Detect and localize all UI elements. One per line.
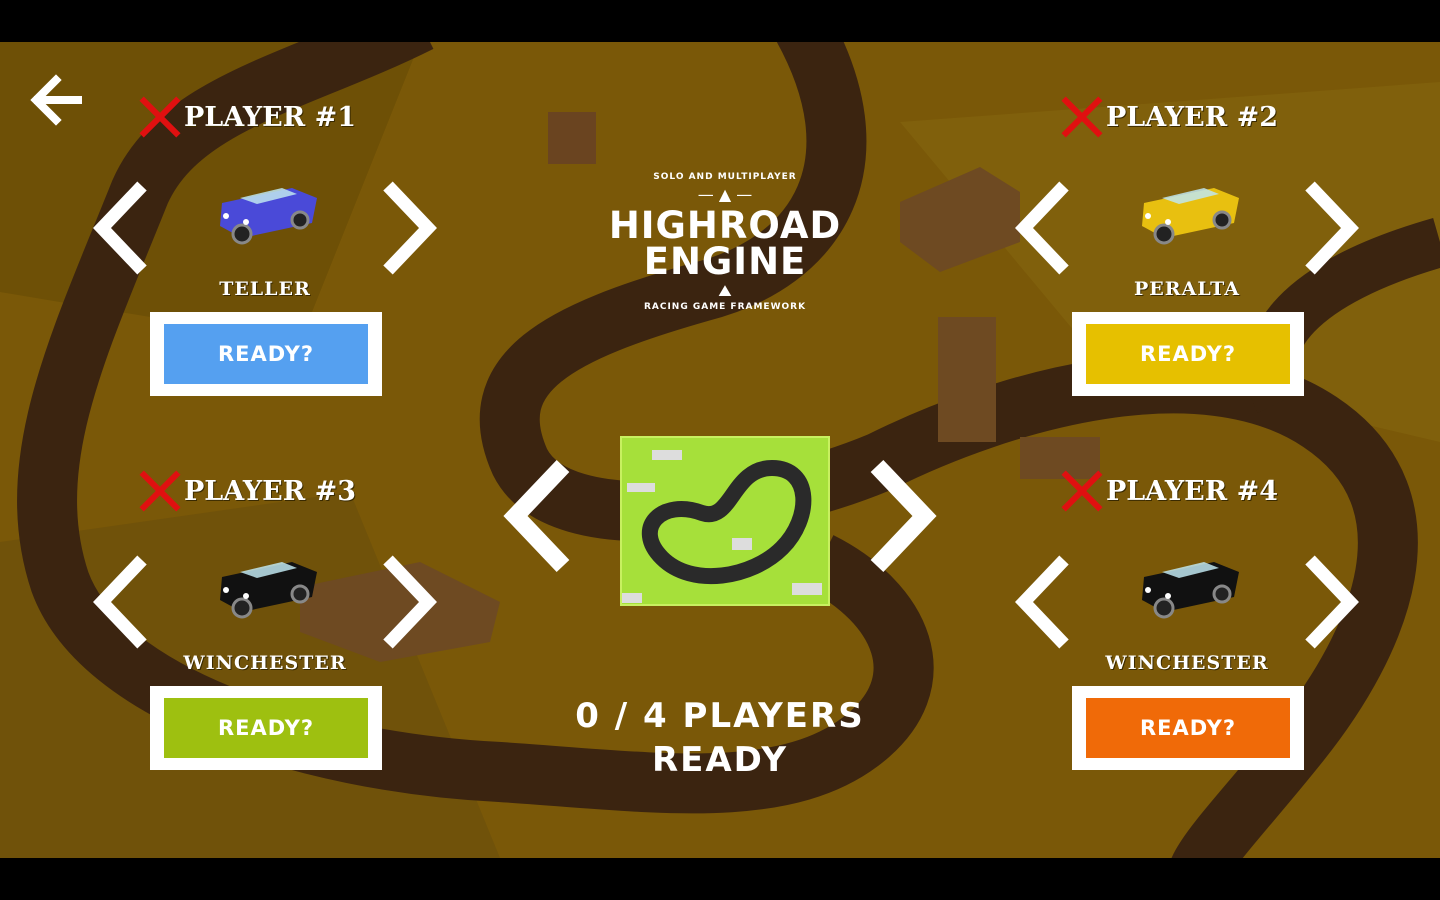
cone-icon: — ▲ — <box>697 185 753 204</box>
ready-button-label: READY? <box>1086 698 1290 758</box>
track-preview[interactable] <box>620 436 830 606</box>
logo-tagline-top: SOLO AND MULTIPLAYER <box>653 172 797 182</box>
ready-button[interactable]: READY? <box>150 312 382 396</box>
ready-button-label: READY? <box>1086 324 1290 384</box>
player-header: PLAYER #4 <box>1060 466 1278 516</box>
next-car-button[interactable] <box>380 180 440 276</box>
chevron-right-icon <box>383 181 437 275</box>
prev-car-button[interactable] <box>1012 554 1072 650</box>
next-car-button[interactable] <box>1302 180 1362 276</box>
back-button[interactable] <box>28 70 88 130</box>
car-name: PERALTA <box>1134 278 1240 300</box>
ready-button-label: READY? <box>164 698 368 758</box>
chevron-left-icon <box>503 459 570 573</box>
car-preview <box>212 168 322 248</box>
player-header: PLAYER #1 <box>138 92 356 142</box>
player-panel-2: PLAYER #2 PERALTA READY? <box>1012 92 1372 396</box>
player-panel-4: PLAYER #4 WINCHESTER READY? <box>1012 466 1372 770</box>
arrow-left-icon <box>30 74 82 126</box>
car-preview <box>212 542 322 622</box>
ready-status: 0 / 4 PLAYERS READY <box>520 694 920 782</box>
ready-button[interactable]: READY? <box>150 686 382 770</box>
player-title: PLAYER #3 <box>184 475 356 507</box>
chevron-left-icon <box>93 181 147 275</box>
car-name: WINCHESTER <box>1105 652 1269 674</box>
player-title: PLAYER #1 <box>184 101 356 133</box>
next-car-button[interactable] <box>1302 554 1362 650</box>
logo-tagline-bottom: RACING GAME FRAMEWORK <box>643 302 807 312</box>
player-title: PLAYER #4 <box>1106 475 1278 507</box>
car-preview <box>1134 168 1244 248</box>
player-header: PLAYER #3 <box>138 466 356 516</box>
chevron-right-icon <box>1305 555 1359 649</box>
player-panel-1: PLAYER #1 TELLER READY? <box>90 92 450 396</box>
car-icon <box>1142 562 1239 619</box>
chevron-right-icon <box>1305 181 1359 275</box>
mountain-icon: ⛰ <box>718 281 732 300</box>
ready-button[interactable]: READY? <box>1072 686 1304 770</box>
x-icon[interactable] <box>1060 469 1104 513</box>
next-car-button[interactable] <box>380 554 440 650</box>
track-map-image <box>622 450 822 603</box>
prev-car-button[interactable] <box>1012 180 1072 276</box>
prev-car-button[interactable] <box>90 180 150 276</box>
logo-line1: HIGHROAD <box>608 204 842 247</box>
car-icon <box>220 562 317 619</box>
ready-button[interactable]: READY? <box>1072 312 1304 396</box>
prev-car-button[interactable] <box>90 554 150 650</box>
chevron-left-icon <box>93 555 147 649</box>
player-panel-3: PLAYER #3 WINCHESTER READY? <box>90 466 450 770</box>
x-icon[interactable] <box>138 469 182 513</box>
player-header: PLAYER #2 <box>1060 92 1278 142</box>
car-name: TELLER <box>219 278 311 300</box>
x-icon[interactable] <box>1060 95 1104 139</box>
car-preview <box>1134 542 1244 622</box>
chevron-left-icon <box>1015 181 1069 275</box>
car-icon <box>1142 188 1239 245</box>
car-icon <box>220 188 317 245</box>
track-next-button[interactable] <box>864 456 940 576</box>
chevron-left-icon <box>1015 555 1069 649</box>
logo-line2: ENGINE <box>643 240 807 283</box>
ready-count-text: 0 / 4 PLAYERS <box>575 696 865 736</box>
chevron-right-icon <box>383 555 437 649</box>
ready-label-text: READY <box>651 740 789 780</box>
highroad-engine-logo: SOLO AND MULTIPLAYER — ▲ — HIGHROAD ENGI… <box>600 162 850 342</box>
player-title: PLAYER #2 <box>1106 101 1278 133</box>
track-prev-button[interactable] <box>500 456 576 576</box>
car-name: WINCHESTER <box>183 652 347 674</box>
ready-button-label: READY? <box>164 324 368 384</box>
x-icon[interactable] <box>138 95 182 139</box>
game-screen: SOLO AND MULTIPLAYER — ▲ — HIGHROAD ENGI… <box>0 42 1440 858</box>
chevron-right-icon <box>870 459 937 573</box>
